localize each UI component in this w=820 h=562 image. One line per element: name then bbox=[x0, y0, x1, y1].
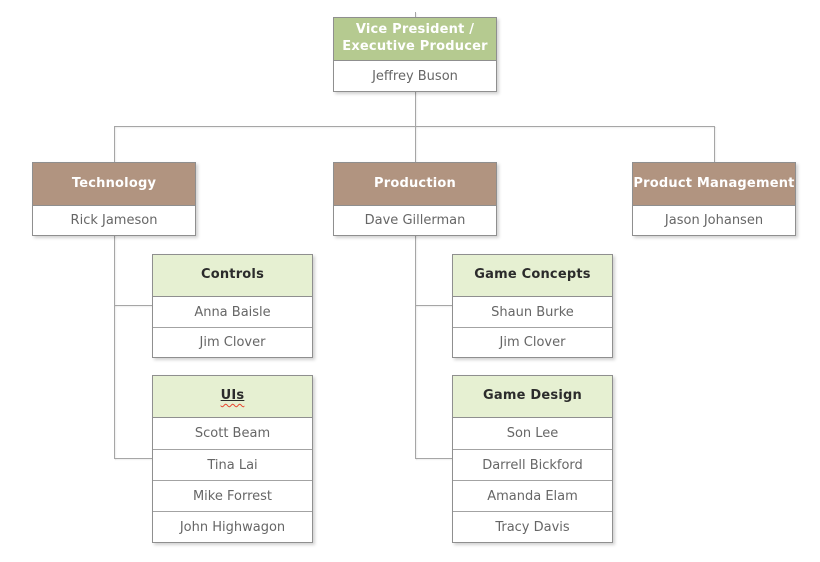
member-row: Mike Forrest bbox=[153, 480, 312, 511]
org-node-controls[interactable]: Controls Anna Baisle Jim Clover bbox=[152, 254, 313, 358]
org-node-uis[interactable]: UIs Scott Beam Tina Lai Mike Forrest Joh… bbox=[152, 375, 313, 543]
member-row: Tracy Davis bbox=[453, 511, 612, 542]
node-title: Game Concepts bbox=[453, 255, 612, 297]
connector-product-management-drop bbox=[714, 126, 715, 162]
connector-level1-rail bbox=[114, 126, 715, 127]
member-row: Rick Jameson bbox=[70, 213, 158, 228]
underline-wrap: UIs bbox=[221, 388, 245, 405]
node-title: Product Management bbox=[633, 163, 795, 206]
member-row: Son Lee bbox=[506, 426, 559, 441]
connector-root-stub bbox=[415, 12, 416, 17]
connector-production-drop bbox=[415, 126, 416, 162]
org-node-vice-president[interactable]: Vice President / Executive Producer Jeff… bbox=[333, 17, 497, 92]
member-row: Scott Beam bbox=[194, 426, 271, 441]
org-node-technology[interactable]: Technology Rick Jameson bbox=[32, 162, 196, 236]
org-node-product-management[interactable]: Product Management Jason Johansen bbox=[632, 162, 796, 236]
node-title: Vice President / Executive Producer bbox=[334, 18, 496, 61]
member-row: Jeffrey Buson bbox=[372, 68, 458, 84]
spellcheck-squiggle: UIs bbox=[220, 388, 245, 404]
member-row: Tina Lai bbox=[153, 449, 312, 480]
org-node-production[interactable]: Production Dave Gillerman bbox=[333, 162, 497, 236]
member-row: Jim Clover bbox=[153, 327, 312, 357]
node-title: Controls bbox=[153, 255, 312, 297]
connector-technology-branch-rail bbox=[114, 235, 115, 459]
member-row: Jason Johansen bbox=[664, 213, 764, 228]
member-row: Anna Baisle bbox=[194, 304, 271, 320]
member-row: Darrell Bickford bbox=[453, 449, 612, 480]
connector-game-concepts-branch bbox=[415, 305, 452, 306]
connector-uis-branch bbox=[114, 458, 152, 459]
connector-production-branch-rail bbox=[415, 235, 416, 459]
member-row: John Highwagon bbox=[153, 511, 312, 542]
member-row: Dave Gillerman bbox=[364, 213, 466, 228]
connector-root-drop bbox=[415, 91, 416, 126]
connector-controls-branch bbox=[114, 305, 152, 306]
org-node-game-design[interactable]: Game Design Son Lee Darrell Bickford Ama… bbox=[452, 375, 613, 543]
member-row: Amanda Elam bbox=[453, 480, 612, 511]
node-title: UIs bbox=[153, 376, 312, 418]
node-title: Production bbox=[334, 163, 496, 206]
member-row: Jim Clover bbox=[453, 327, 612, 357]
node-title: Game Design bbox=[453, 376, 612, 418]
node-title: Technology bbox=[33, 163, 195, 206]
connector-technology-drop bbox=[114, 126, 115, 162]
connector-game-design-branch bbox=[415, 458, 452, 459]
org-node-game-concepts[interactable]: Game Concepts Shaun Burke Jim Clover bbox=[452, 254, 613, 358]
member-row: Shaun Burke bbox=[491, 304, 574, 320]
